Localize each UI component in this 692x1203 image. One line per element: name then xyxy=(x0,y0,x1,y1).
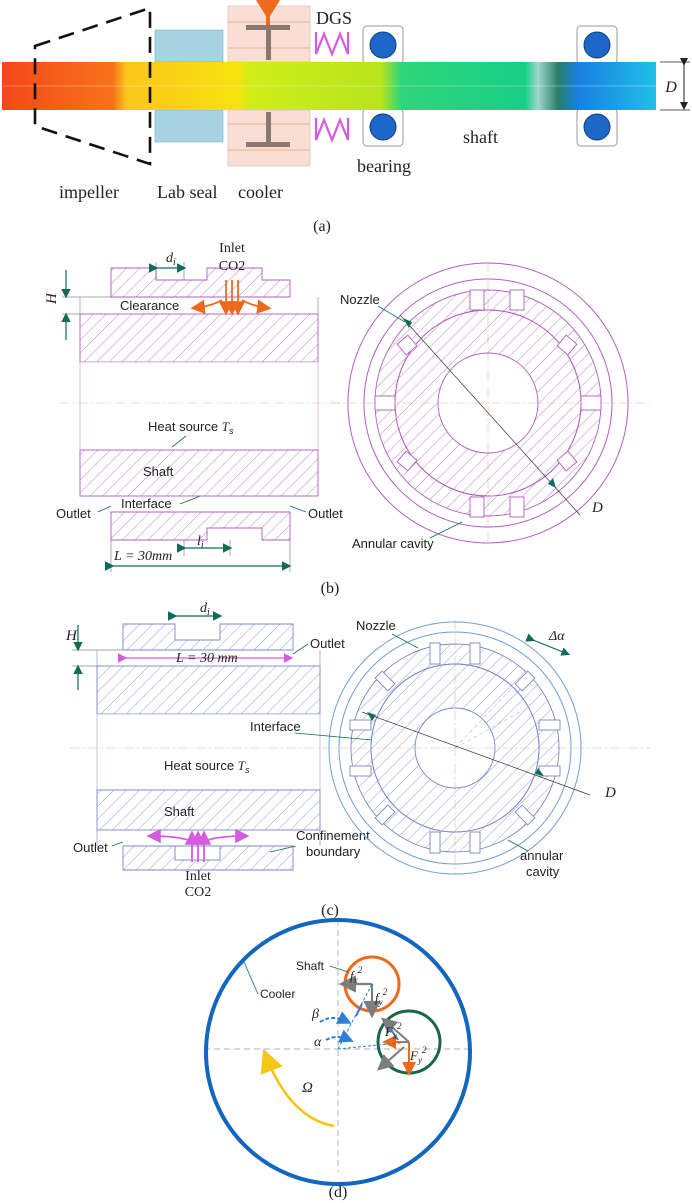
shaft-upper-section xyxy=(79,313,319,363)
diameter-line xyxy=(361,711,591,796)
cooler-block-lower xyxy=(110,511,291,541)
dgs-label: DGS xyxy=(316,8,352,28)
annular-cavity-label-1: annular xyxy=(520,848,564,863)
omega-label: Ω xyxy=(302,1080,313,1096)
clearance-height-label: H xyxy=(65,628,78,644)
lab-seal-block-top xyxy=(154,29,224,63)
confinement-boundary-label-1: Confinement xyxy=(296,828,370,843)
cooler-ring xyxy=(204,918,472,1186)
bearing-ball-icon xyxy=(583,31,611,59)
clearance-flow-arrow xyxy=(241,299,272,314)
cooler-label: cooler xyxy=(238,182,283,202)
heat-source-label: Heat source Ts xyxy=(148,419,234,436)
dgs-spring-top xyxy=(314,31,350,57)
co2-label: CO2 xyxy=(219,259,245,274)
cooler-block xyxy=(122,623,294,651)
nozzle-slots-c xyxy=(349,642,561,854)
panel-b: di Inlet CO2 H Clearance Heat source Ts … xyxy=(44,241,650,597)
confinement-boundary-label-2: boundary xyxy=(306,844,361,859)
shaft-lower-section xyxy=(96,789,321,831)
shaft-lower-section xyxy=(79,449,319,497)
interface-label: Interface xyxy=(121,496,172,511)
dgs-seal-bottom xyxy=(246,142,290,147)
clearance-flow-arrow xyxy=(190,299,223,314)
outlet-right-label: Outlet xyxy=(308,506,343,521)
outlet-left-label: Outlet xyxy=(73,840,108,855)
panel-b-caption: (b) xyxy=(321,580,340,597)
nozzle-spacing-label: li xyxy=(197,534,204,551)
annular-cavity-label: Annular cavity xyxy=(352,536,434,551)
beta-label: β xyxy=(311,1007,319,1022)
panel-a-caption: (a) xyxy=(313,218,331,235)
shaft-bore xyxy=(96,713,321,791)
panel-d: Shaft Cooler fx2 fy2 Fx2 Fy2 β α Ω (d) xyxy=(204,918,472,1201)
diameter-label: D xyxy=(591,500,603,516)
heat-source-label: Heat source Ts xyxy=(164,758,250,775)
dgs-spring-bottom xyxy=(314,117,350,143)
shaft-label: Shaft xyxy=(164,804,195,819)
shaft-upper-section xyxy=(96,665,321,715)
outer-annular-ring xyxy=(328,621,582,875)
panel-a: D DGS shaft bearing impeller Lab seal co… xyxy=(2,0,690,235)
clearance-flow-arrow xyxy=(146,828,189,844)
outer-annular-ring xyxy=(347,262,629,544)
nozzle-slots-b xyxy=(374,289,602,518)
dimension-d-label: D xyxy=(664,79,677,96)
lab-seal-block-bottom xyxy=(154,109,224,143)
clearance-flow-arrow xyxy=(207,828,250,844)
dgs-seal-top xyxy=(246,25,290,30)
nozzle-diameter-label: di xyxy=(200,601,210,618)
cooler-label: Cooler xyxy=(260,987,295,1001)
shaft-label: Shaft xyxy=(296,959,325,973)
Fy-label: Fy2 xyxy=(409,1045,427,1065)
clearance-label: Clearance xyxy=(120,298,179,313)
diameter-label: D xyxy=(604,785,616,801)
delta-alpha-label: Δα xyxy=(548,629,565,644)
annular-cavity-label-2: cavity xyxy=(526,864,560,879)
bearing-label: bearing xyxy=(357,156,411,176)
bearing-ball-icon xyxy=(369,31,397,59)
inlet-label: Inlet xyxy=(219,241,245,256)
coolant-inlet-icon xyxy=(256,0,280,16)
fy-label: fy2 xyxy=(375,987,388,1007)
alpha-label: α xyxy=(314,1035,322,1050)
bearing-ball-icon xyxy=(369,113,397,141)
lab-seal-label: Lab seal xyxy=(157,182,217,202)
fx-label: fx2 xyxy=(350,965,363,985)
Fx-label: Fx2 xyxy=(384,1021,402,1041)
panel-c-caption: (c) xyxy=(321,902,339,919)
nozzle-label: Nozzle xyxy=(356,618,396,633)
shaft-label: shaft xyxy=(463,127,498,147)
panel-d-caption: (d) xyxy=(329,1184,348,1201)
panel-c: di H L = 30 mm Outlet Heat source Ts Sha… xyxy=(65,601,650,919)
co2-label: CO2 xyxy=(185,885,211,900)
shaft-bore xyxy=(79,361,319,451)
clearance-height-label: H xyxy=(44,292,60,305)
nozzle-label: Nozzle xyxy=(340,292,380,307)
cooler-block xyxy=(110,267,291,298)
impeller-outline xyxy=(33,6,152,166)
outlet-left-label: Outlet xyxy=(56,506,91,521)
shaft-ring xyxy=(370,663,540,833)
bearing-ball-icon xyxy=(583,113,611,141)
shaft-label: Shaft xyxy=(143,464,174,479)
nozzle-diameter-label: di xyxy=(166,251,176,268)
length-label: L = 30mm xyxy=(113,549,172,564)
length-label: L = 30 mm xyxy=(175,651,238,666)
interface-label: Interface xyxy=(250,719,301,734)
outlet-top-label: Outlet xyxy=(310,636,345,651)
rotation-arrow xyxy=(260,1048,335,1128)
impeller-label: impeller xyxy=(59,182,119,202)
inlet-label: Inlet xyxy=(185,869,211,884)
